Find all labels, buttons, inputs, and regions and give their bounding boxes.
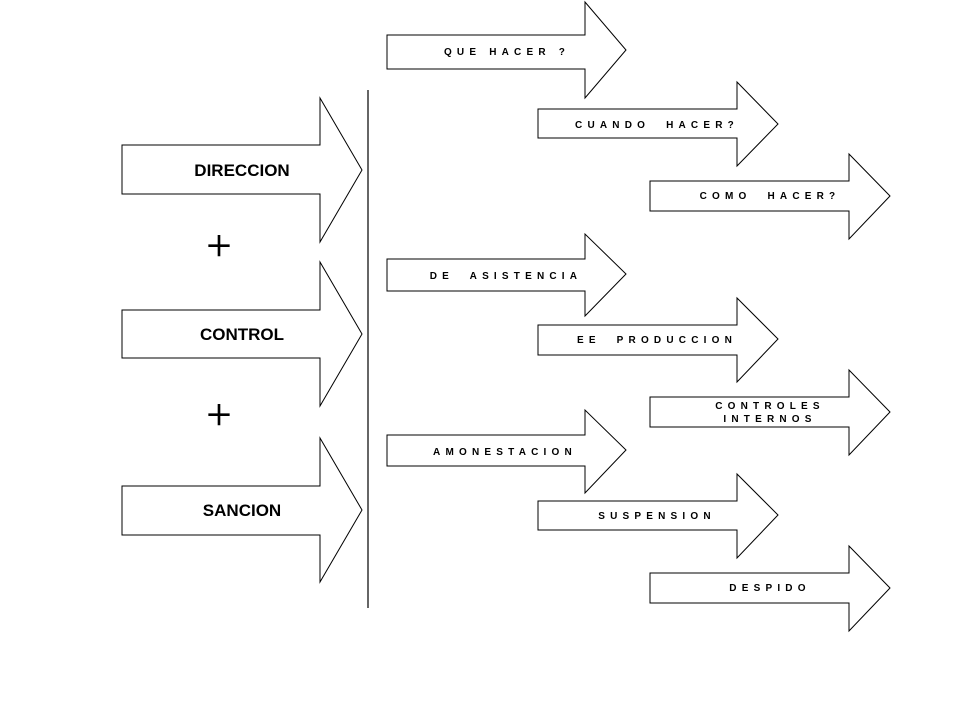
arrow-shape: [537, 472, 779, 560]
sub-arrow-suspension: SUSPENSION: [537, 472, 779, 560]
sub-arrow-label: AMONESTACION: [433, 447, 577, 458]
arrow-shape: [121, 436, 363, 584]
main-arrow-label: CONTROL: [200, 325, 284, 344]
sub-arrow-cuando-hacer: CUANDO HACER?: [537, 80, 779, 168]
sub-arrow-como-hacer: COMO HACER?: [649, 152, 891, 241]
main-arrow-direccion: DIRECCION: [121, 96, 363, 244]
plus-sign: +: [205, 394, 234, 434]
arrow-shape: [121, 96, 363, 244]
main-arrow-control: CONTROL: [121, 260, 363, 408]
arrow-shape: [649, 368, 891, 457]
arrow-shape: [649, 544, 891, 633]
sub-arrow-ee-produccion: EE PRODUCCION: [537, 296, 779, 384]
sub-arrow-amonestacion: AMONESTACION: [386, 408, 627, 495]
arrow-shape: [386, 232, 627, 318]
sub-arrow-label: CONTROLES: [715, 401, 825, 412]
sub-arrow-despido: DESPIDO: [649, 544, 891, 633]
sub-arrow-label: COMO HACER?: [700, 191, 841, 202]
sub-arrow-label: EE PRODUCCION: [577, 335, 737, 346]
sub-arrow-de-asistencia: DE ASISTENCIA: [386, 232, 627, 318]
arrow-shape: [386, 408, 627, 495]
sub-arrow-label: INTERNOS: [723, 414, 816, 425]
arrow-shape: [537, 296, 779, 384]
arrow-shape: [537, 80, 779, 168]
sub-arrow-label: DE ASISTENCIA: [430, 271, 582, 282]
sub-arrow-que-hacer: QUE HACER ?: [386, 0, 627, 100]
arrow-shape: [649, 152, 891, 241]
sub-arrow-label: QUE HACER ?: [444, 47, 570, 58]
main-arrow-label: SANCION: [203, 501, 281, 520]
sub-arrow-label: CUANDO HACER?: [575, 120, 739, 131]
arrow-shape: [386, 0, 627, 100]
arrow-shape: [121, 260, 363, 408]
sub-arrow-label: DESPIDO: [729, 583, 810, 594]
main-arrow-label: DIRECCION: [194, 161, 289, 180]
sub-arrow-controles-internos: CONTROLES INTERNOS: [649, 368, 891, 457]
sub-arrow-label: SUSPENSION: [598, 511, 716, 522]
plus-sign: +: [205, 225, 234, 265]
main-arrow-sancion: SANCION: [121, 436, 363, 584]
